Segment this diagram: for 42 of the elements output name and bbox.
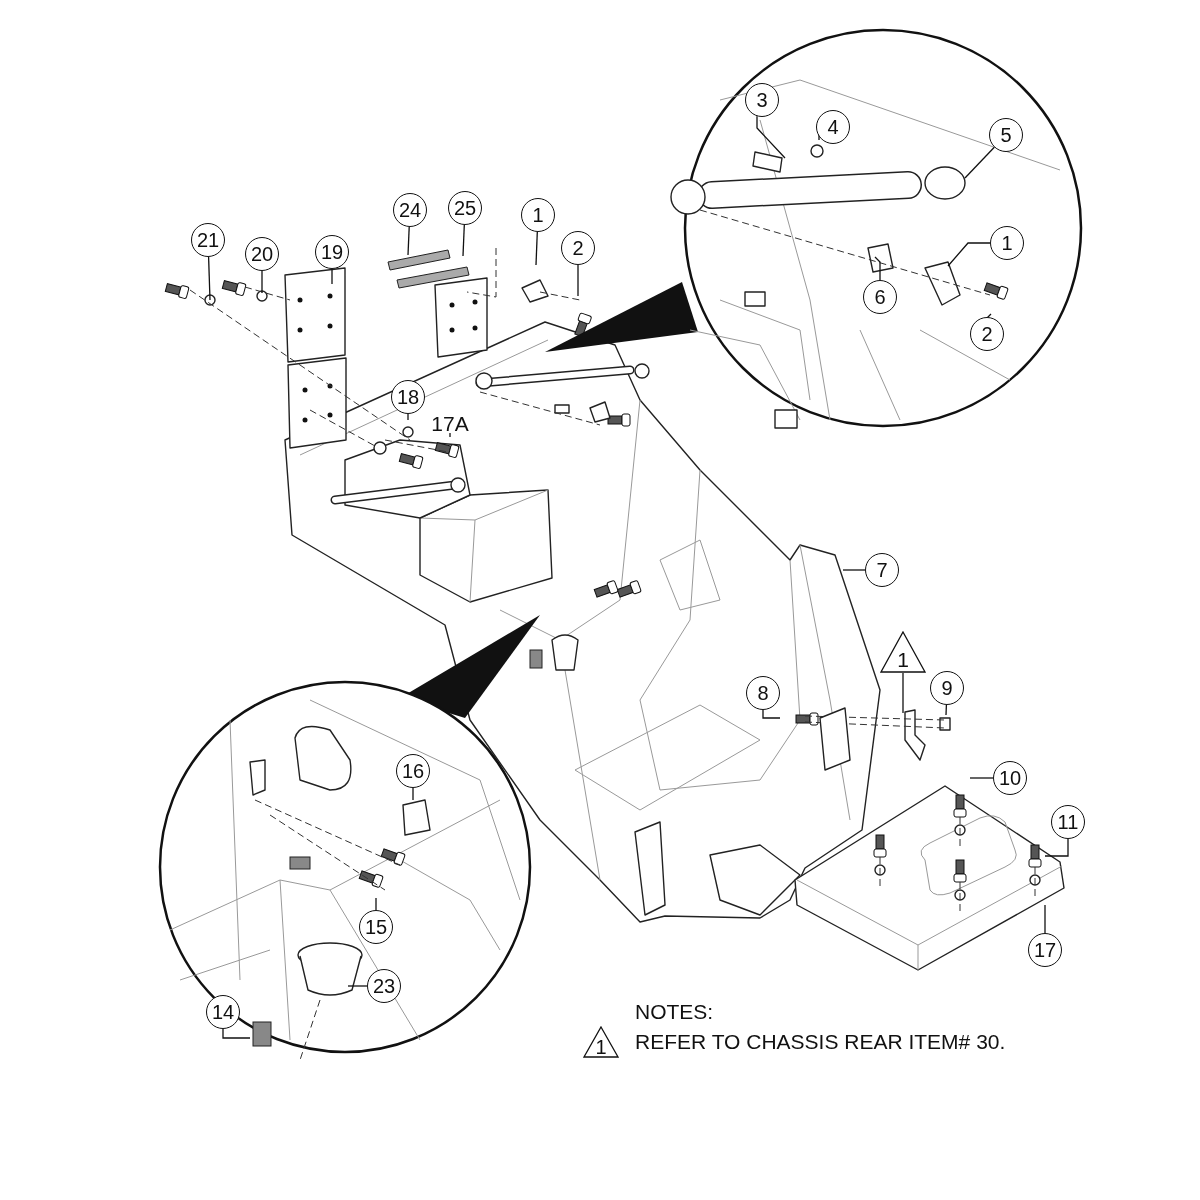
callout-number: 19 (315, 235, 349, 269)
leader-line (1044, 904, 1046, 934)
note-text: REFER TO CHASSIS REAR ITEM# 30. (635, 1030, 1006, 1054)
leader-line (902, 672, 904, 714)
callout-number: 20 (245, 237, 279, 271)
reference-triangle: 1 (880, 631, 926, 673)
callout-number: 14 (206, 995, 240, 1029)
leader-line (331, 268, 333, 285)
leader-line (762, 709, 781, 719)
leader-line (207, 256, 211, 301)
callout-number: 7 (865, 553, 899, 587)
callout-number: 10 (993, 761, 1027, 795)
leader-line (874, 256, 881, 281)
callout-number: 11 (1051, 805, 1085, 839)
notes-heading: NOTES: (635, 1000, 714, 1024)
callout-number: 1 (521, 198, 555, 232)
reference-triangle: 1 (583, 1026, 619, 1058)
leader-line (462, 224, 465, 257)
callout-number: 2 (561, 231, 595, 265)
leader-line (945, 704, 948, 716)
callout-number: 21 (191, 223, 225, 257)
leader-line (756, 115, 786, 159)
callout-number: 25 (448, 191, 482, 225)
leader-line (964, 146, 995, 179)
leader-line (577, 264, 579, 297)
leader-line (261, 270, 263, 294)
leader-line (535, 231, 538, 266)
leader-line (449, 432, 451, 438)
leader-line (407, 413, 409, 421)
leader-line (1044, 838, 1069, 857)
callout-number: 24 (393, 193, 427, 227)
leader-line (347, 985, 368, 987)
leader-line (407, 226, 410, 256)
leader-line (375, 897, 377, 911)
callout-number: 17 (1028, 933, 1062, 967)
callout-number: 9 (930, 671, 964, 705)
callout-number: 17A (429, 413, 471, 433)
leader-line (222, 1028, 251, 1039)
leader-line (842, 569, 866, 571)
leader-line (412, 787, 414, 801)
leader-line (947, 242, 991, 267)
leader-line (969, 777, 994, 779)
